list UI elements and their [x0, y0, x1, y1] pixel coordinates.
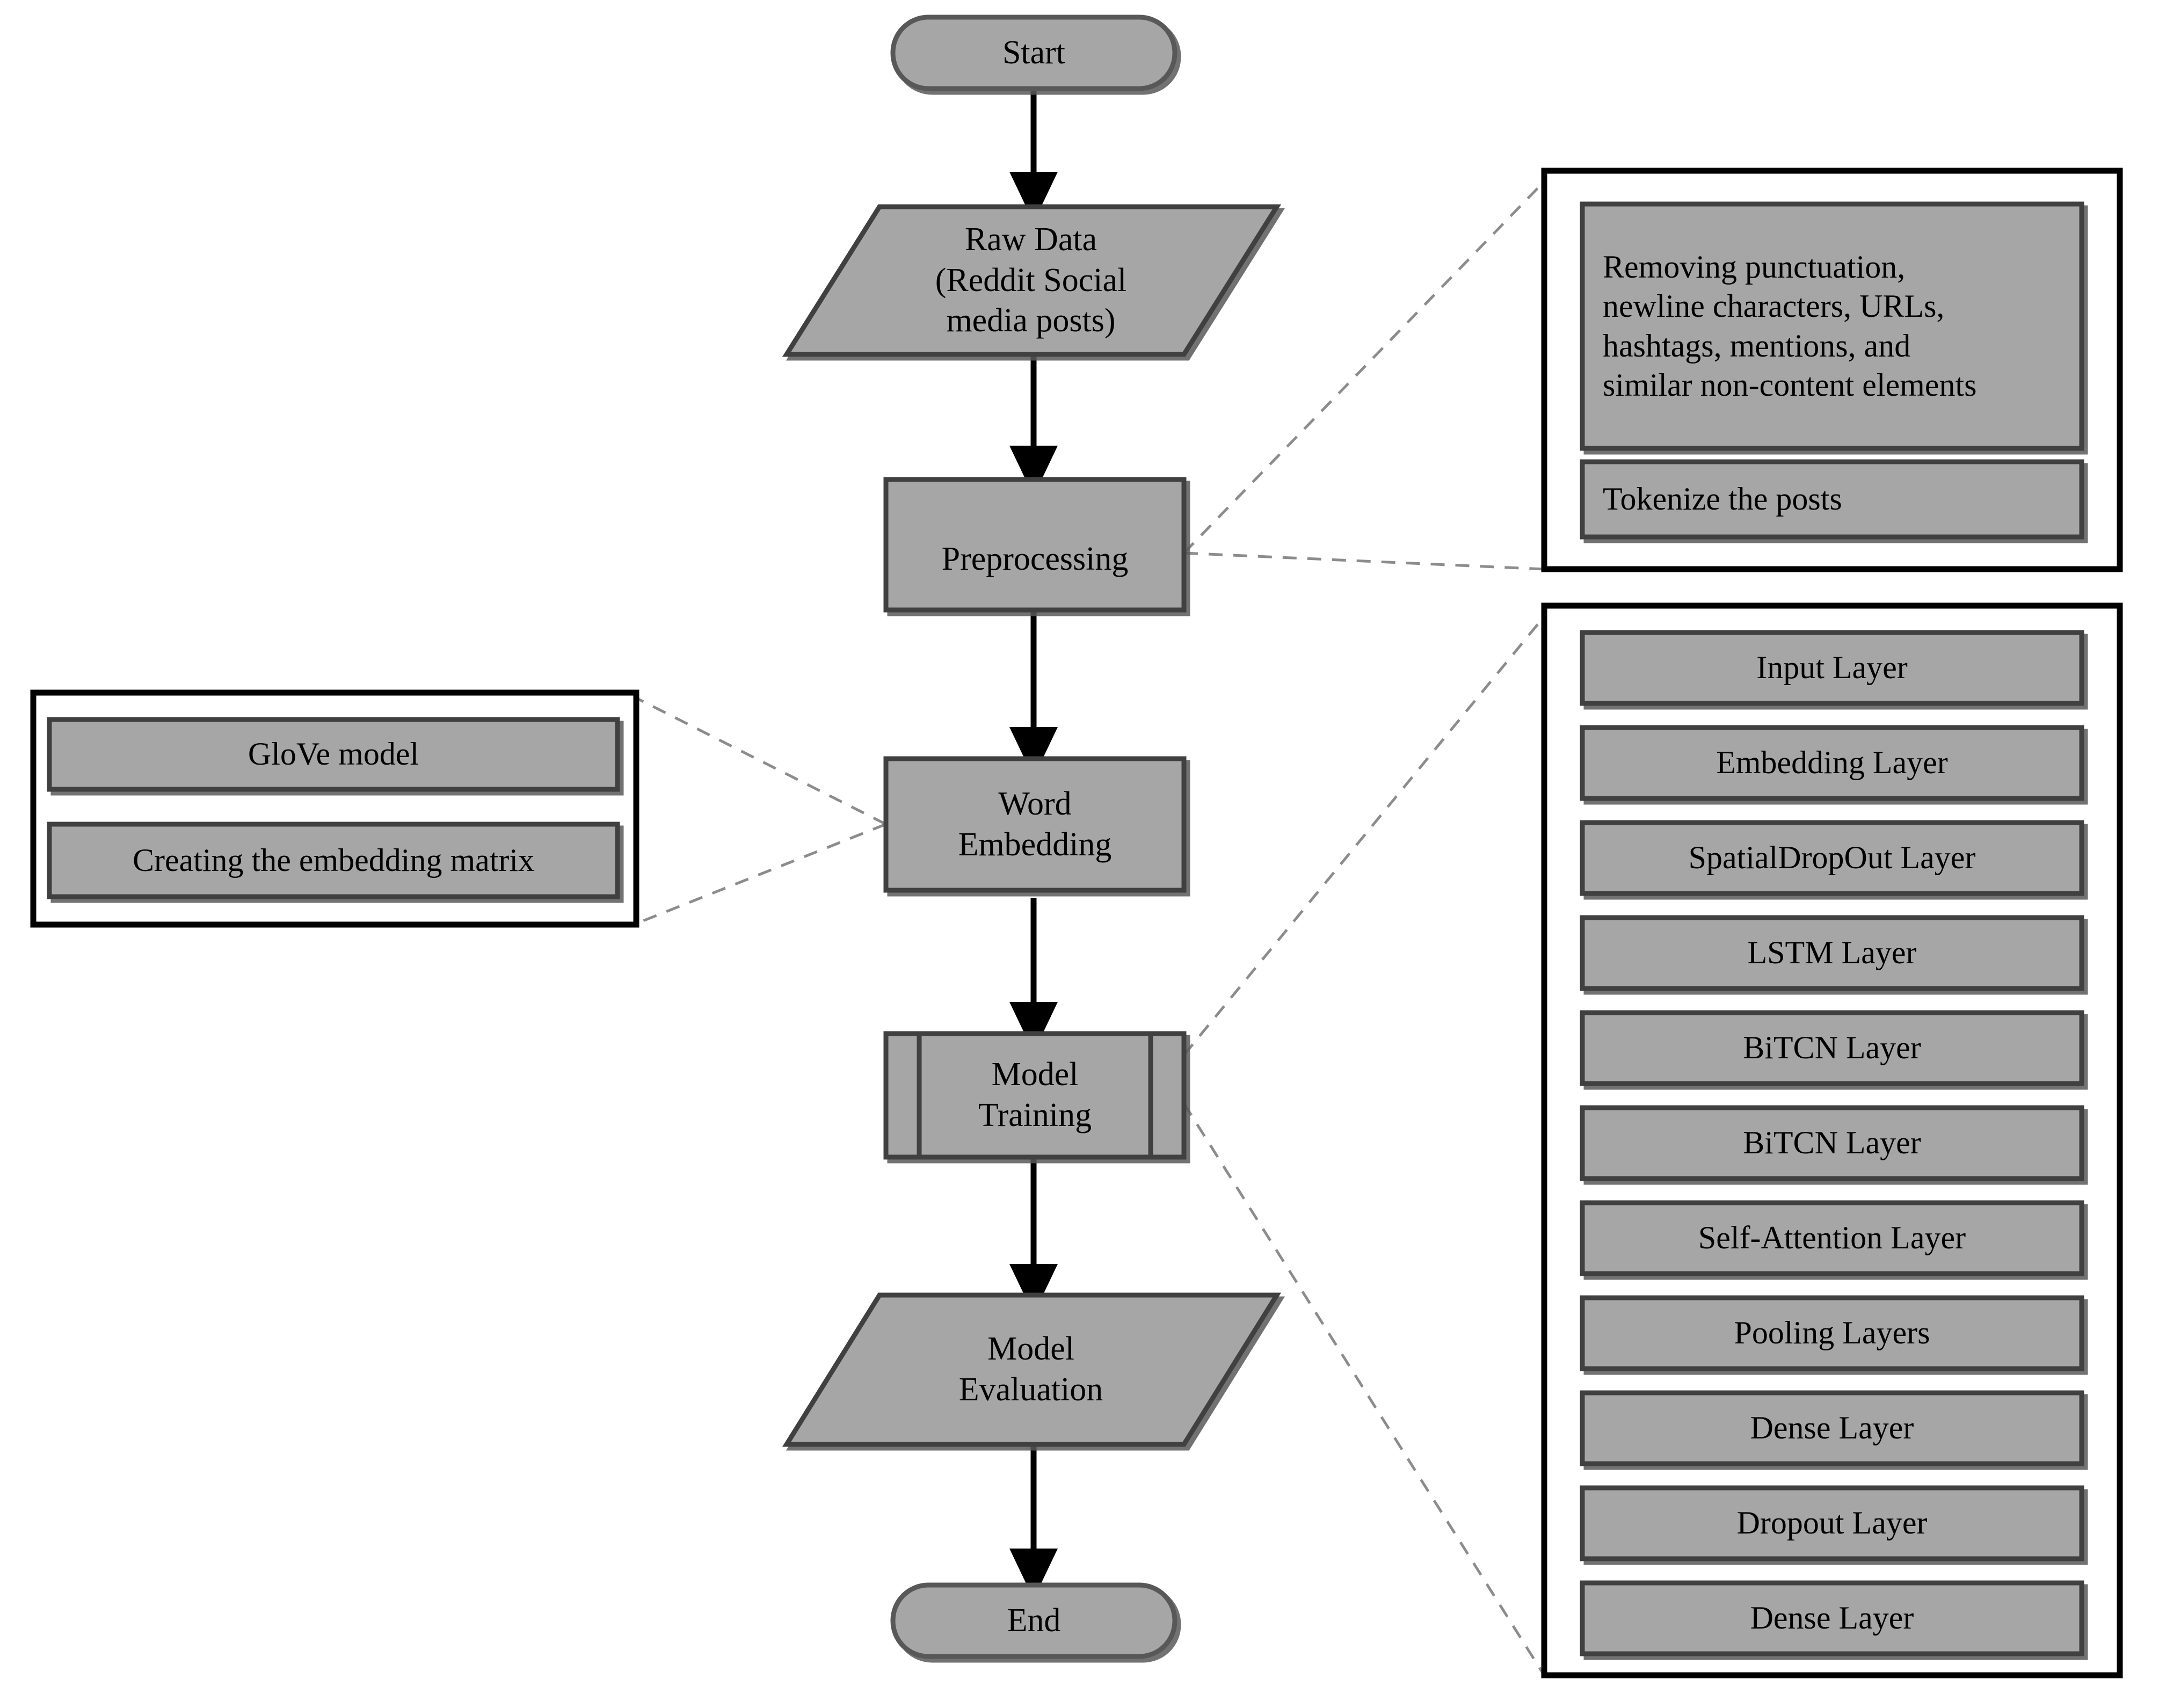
callout-training-lower [1182, 1102, 1546, 1676]
layer-box [1580, 820, 2084, 896]
layer-box [1580, 1295, 2084, 1371]
layer-box [1580, 1580, 2084, 1656]
node-preprocessing[interactable] [883, 477, 1187, 613]
panel-embedding [30, 689, 639, 928]
node-start[interactable] [890, 14, 1177, 91]
node-model-training[interactable] [883, 1031, 1187, 1160]
node-word-embedding[interactable] [883, 756, 1187, 893]
layer-box [1580, 1010, 2084, 1086]
callout-embedding-upper [635, 696, 887, 826]
callout-embedding-lower [636, 823, 886, 925]
panel-model-layers [1541, 602, 2123, 1678]
panel-preprocessing [1541, 168, 2123, 572]
callout-preprocessing-upper [1183, 180, 1545, 554]
callout-training-upper [1183, 615, 1545, 1056]
node-raw-data[interactable] [782, 204, 1282, 357]
layer-box [1580, 915, 2084, 991]
layer-box [1580, 1105, 2084, 1181]
layer-box [1580, 1200, 2084, 1276]
layer-box [1580, 725, 2084, 801]
callout-preprocessing-lower [1183, 551, 1545, 571]
layer-box [1580, 1485, 2084, 1561]
layer-box [1580, 1390, 2084, 1466]
callout-connectors [635, 180, 1546, 1676]
layer-box [1580, 630, 2084, 706]
node-model-evaluation[interactable] [782, 1292, 1282, 1447]
node-end[interactable] [890, 1582, 1177, 1659]
